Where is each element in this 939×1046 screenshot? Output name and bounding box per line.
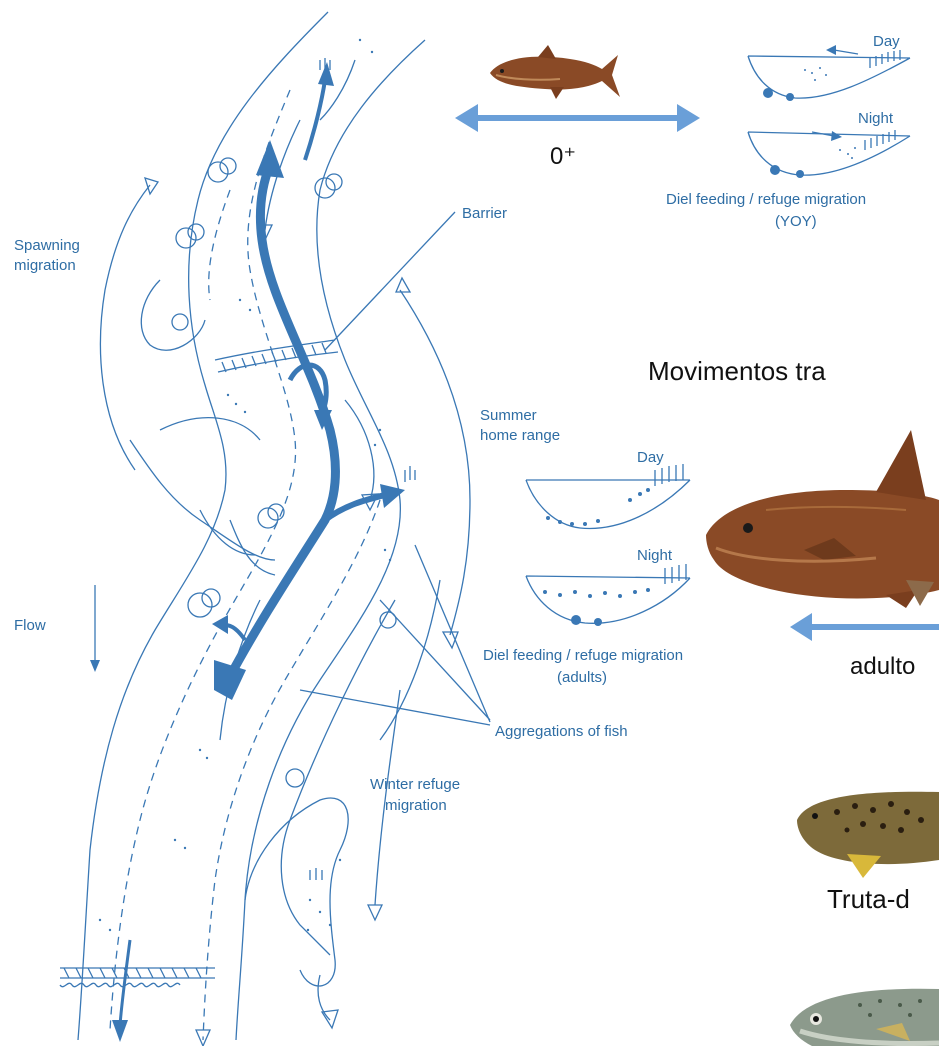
- day-arrow-top-head: [826, 45, 836, 55]
- summer-range-head-top: [396, 278, 410, 292]
- left-arrow-icon: [790, 613, 939, 641]
- night-arrow-top-head: [831, 131, 842, 141]
- spawning-migration-label-2: migration: [14, 257, 76, 274]
- winter-refuge-label-1: Winter refuge: [370, 776, 460, 793]
- silver-fish-image: [790, 989, 939, 1046]
- aggregation-leader-1: [380, 600, 490, 720]
- thin-arrow-3: [345, 400, 374, 500]
- adult-day-profile: [526, 480, 690, 528]
- side-lobe-2: [130, 440, 275, 560]
- adults-day-night-panel: Day Night Diel feeding / refuge migratio…: [483, 449, 690, 686]
- age-class-label: 0⁺: [550, 143, 576, 170]
- reeds-3: [310, 868, 322, 880]
- summer-home-range-label-1: Summer: [480, 407, 537, 424]
- summer-home-range-label-2: home range: [480, 427, 560, 444]
- bottom-arrow-head: [112, 1020, 128, 1042]
- stippling: [99, 39, 391, 931]
- backwater-outline: [245, 798, 348, 986]
- tributary-bank: [380, 580, 440, 740]
- spawning-migration-arrow: [100, 185, 150, 470]
- diel-adults-label-1: Diel feeding / refuge migration: [483, 647, 683, 664]
- thin-arrow-8: [318, 975, 330, 1020]
- night-label-mid: Night: [637, 547, 673, 564]
- flow-label: Flow: [14, 617, 46, 634]
- day-label-top: Day: [873, 33, 900, 50]
- diel-yoy-label-2: (YOY): [775, 213, 817, 230]
- diel-yoy-label-1: Diel feeding / refuge migration: [666, 191, 866, 208]
- flow-arrow-head: [90, 660, 100, 672]
- branch-arrow-head: [380, 484, 405, 508]
- bushes: [172, 158, 396, 787]
- bottom-arrow: [120, 940, 130, 1025]
- winter-refuge-label-2: migration: [385, 797, 447, 814]
- barrier-leader: [325, 212, 455, 350]
- double-arrow-icon: [455, 104, 700, 132]
- aggregation-leader-2: [415, 545, 490, 722]
- barbel-fish-image: [490, 45, 620, 99]
- left-branch-arrow-head: [212, 615, 228, 634]
- summer-range-arrow: [400, 290, 470, 635]
- aggregation-leader-3: [300, 690, 490, 725]
- movimentos-heading: Movimentos tra: [648, 356, 826, 386]
- thin-arrow-7: [160, 418, 260, 440]
- main-arrow-head-top: [256, 140, 284, 178]
- winter-refuge-head: [368, 905, 382, 920]
- dashed-path-3: [209, 190, 230, 300]
- spawning-migration-head: [145, 178, 158, 194]
- diel-adults-label-2: (adults): [557, 669, 607, 686]
- night-label-top: Night: [858, 110, 894, 127]
- river-sketch: [60, 12, 440, 1046]
- aggregations-label: Aggregations of fish: [495, 723, 628, 740]
- truta-label: Truta-d: [827, 884, 910, 914]
- barrier-label: Barrier: [462, 205, 507, 222]
- yoy-day-night-panel: Day Night Diel feeding / refuge migratio…: [666, 33, 910, 230]
- river-left-bank: [78, 12, 328, 1040]
- thin-arrow-6: [200, 510, 255, 555]
- top-arrow: [305, 80, 325, 160]
- dashed-path-1: [110, 90, 296, 1030]
- reeds-2: [405, 466, 415, 482]
- adulto-label: adulto: [850, 653, 915, 680]
- side-lobe: [141, 280, 205, 350]
- brown-trout-image: [797, 792, 939, 878]
- main-arrow-tail: [214, 660, 246, 700]
- spawning-migration-label-1: Spawning: [14, 237, 80, 254]
- day-label-mid: Day: [637, 449, 664, 466]
- adult-barbel-fish-image: [706, 430, 939, 608]
- day-arrow-top: [834, 50, 858, 54]
